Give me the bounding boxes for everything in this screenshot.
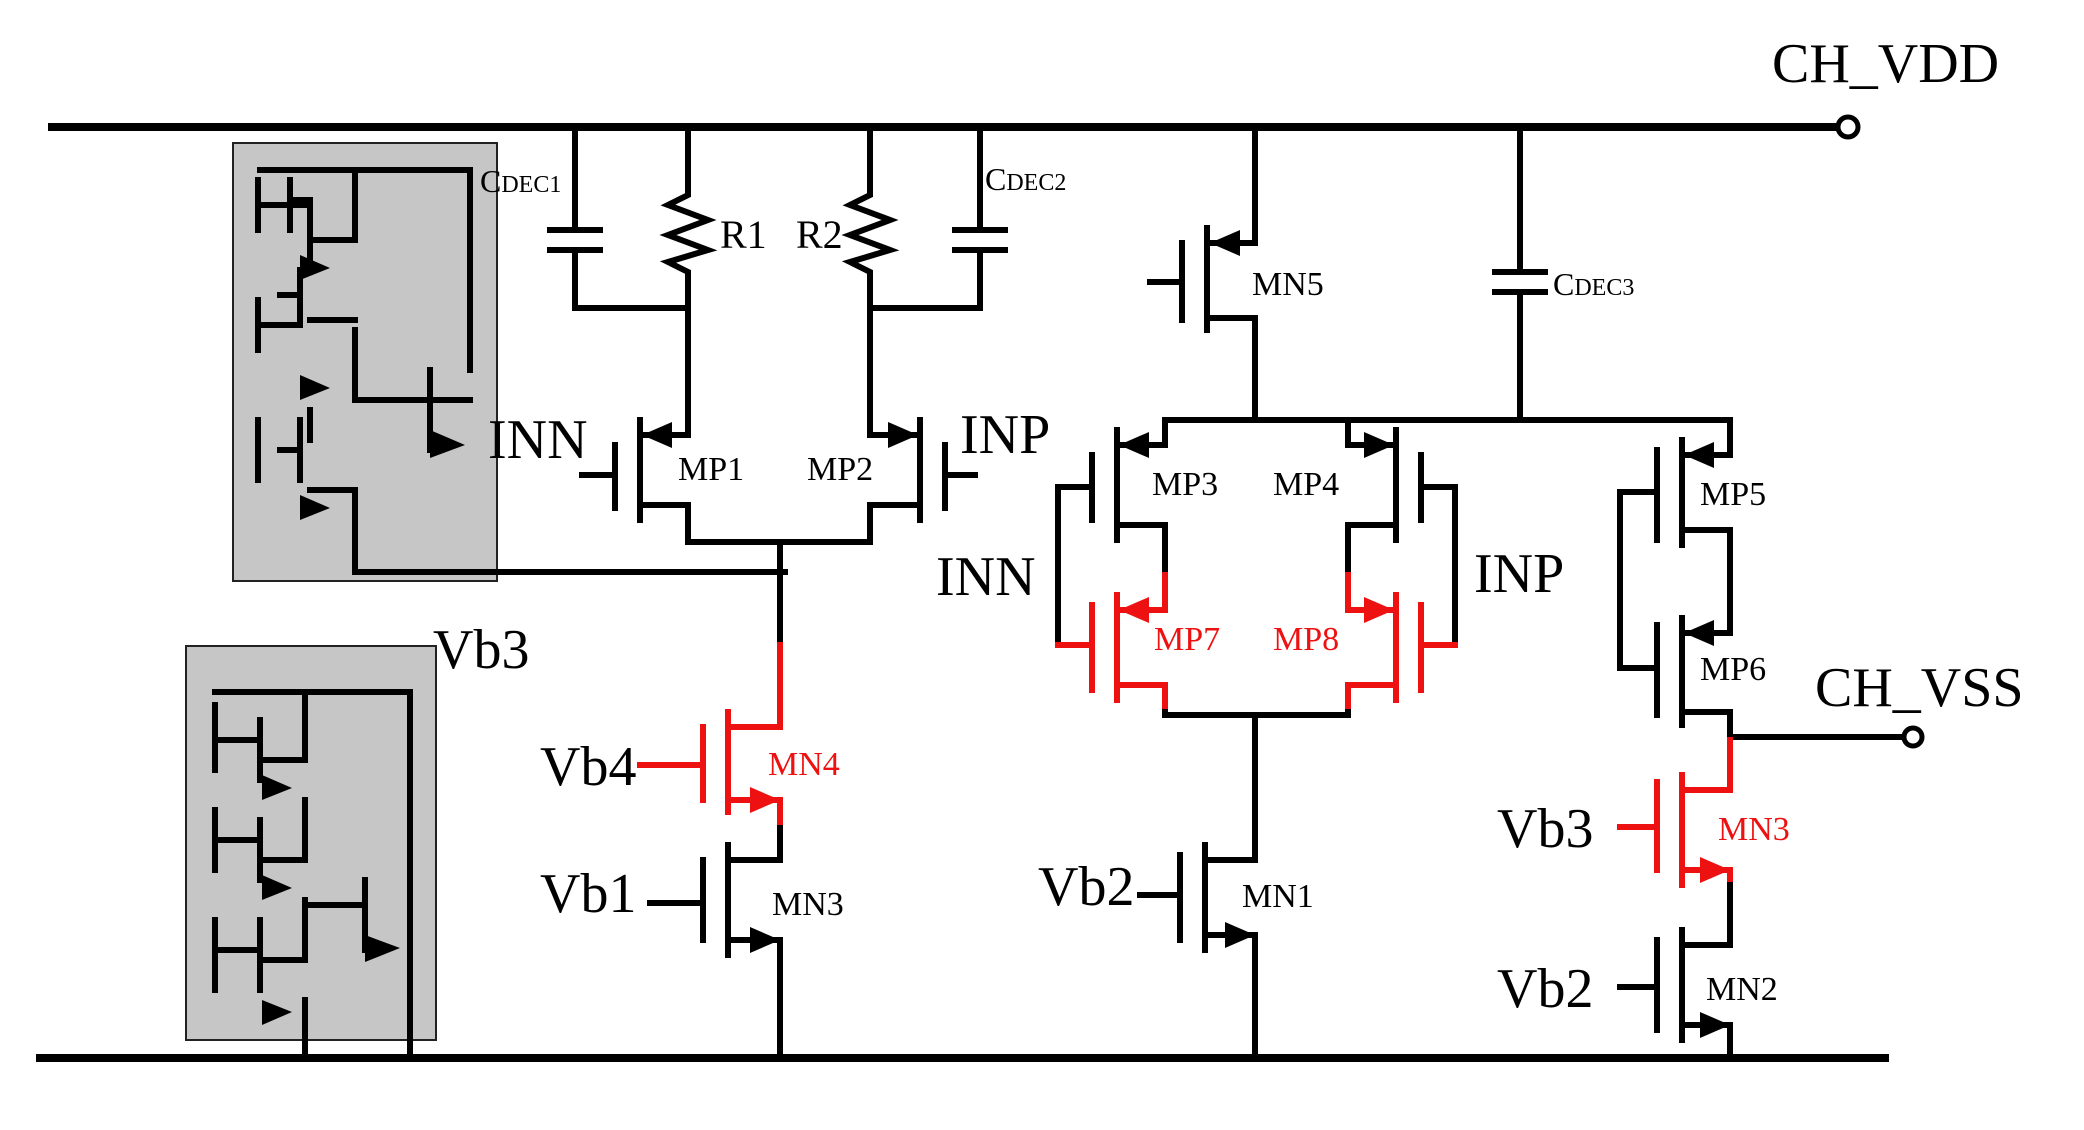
mp2-label: MP2 — [807, 451, 873, 488]
mp5-label: MP5 — [1700, 476, 1766, 513]
mn5-transistor — [1147, 124, 1258, 423]
mn1-transistor — [1137, 839, 1258, 1061]
r1-label: R1 — [720, 212, 767, 257]
mp8-transistor — [1345, 572, 1458, 715]
r2-label: R2 — [796, 212, 843, 257]
mp7-label: MP7 — [1154, 621, 1220, 658]
mp4-transistor — [1345, 417, 1458, 648]
inp-right-label: INP — [1474, 543, 1564, 605]
mn5-label: MN5 — [1252, 266, 1324, 303]
mp5-transistor — [1617, 417, 1733, 671]
mp1-label: MP1 — [678, 451, 744, 488]
vb2-mid-label: Vb2 — [1038, 856, 1134, 918]
mp3-label: MP3 — [1152, 466, 1218, 503]
mn3-right-transistor — [1617, 737, 1733, 888]
vb3-right-label: Vb3 — [1497, 798, 1593, 860]
mn2-transistor — [1617, 882, 1733, 1061]
mp1-transistor — [579, 417, 873, 545]
mn4-transistor — [637, 642, 783, 831]
mn3-left-label: MN3 — [772, 886, 844, 923]
bias-box-top — [232, 142, 788, 582]
cdec2-capacitor — [867, 124, 1008, 311]
inn-right-label: INN — [936, 546, 1036, 608]
mp8-label: MP8 — [1273, 621, 1339, 658]
mn3-left-transistor — [647, 825, 783, 1061]
inp-left-label: INP — [960, 404, 1050, 466]
mn1-label: MN1 — [1242, 878, 1314, 915]
vb2-right-label: Vb2 — [1497, 958, 1593, 1020]
bias-box-bottom — [185, 645, 437, 1061]
inn-left-label: INN — [488, 409, 588, 471]
mn3-right-label: MN3 — [1718, 811, 1790, 848]
vb1-label: Vb1 — [540, 863, 636, 925]
vb3-box-label: Vb3 — [433, 619, 529, 681]
mn4-label: MN4 — [768, 746, 840, 783]
cdec3-label: CDEC3 — [1553, 266, 1634, 302]
r1-resistor — [659, 124, 718, 423]
mp3-transistor — [1055, 417, 1168, 648]
vb4-label: Vb4 — [540, 736, 636, 798]
mp6-label: MP6 — [1700, 651, 1766, 688]
mp7-transistor — [1055, 572, 1168, 715]
mn2-label: MN2 — [1706, 971, 1778, 1008]
mp6-transistor — [1654, 615, 1733, 743]
cdec1-capacitor — [547, 124, 691, 311]
cdec2-label: CDEC2 — [985, 161, 1066, 197]
vdd-terminal — [1835, 114, 1861, 140]
vdd-label: CH_VDD — [1772, 33, 1999, 95]
vss-terminal — [1901, 725, 1925, 749]
cdec3-capacitor — [1492, 124, 1548, 423]
mp2-transistor — [867, 417, 978, 545]
mp4-label: MP4 — [1273, 466, 1339, 503]
r2-resistor — [841, 124, 900, 423]
cdec1-label: CDEC1 — [480, 163, 561, 199]
vss-label: CH_VSS — [1815, 657, 2024, 719]
